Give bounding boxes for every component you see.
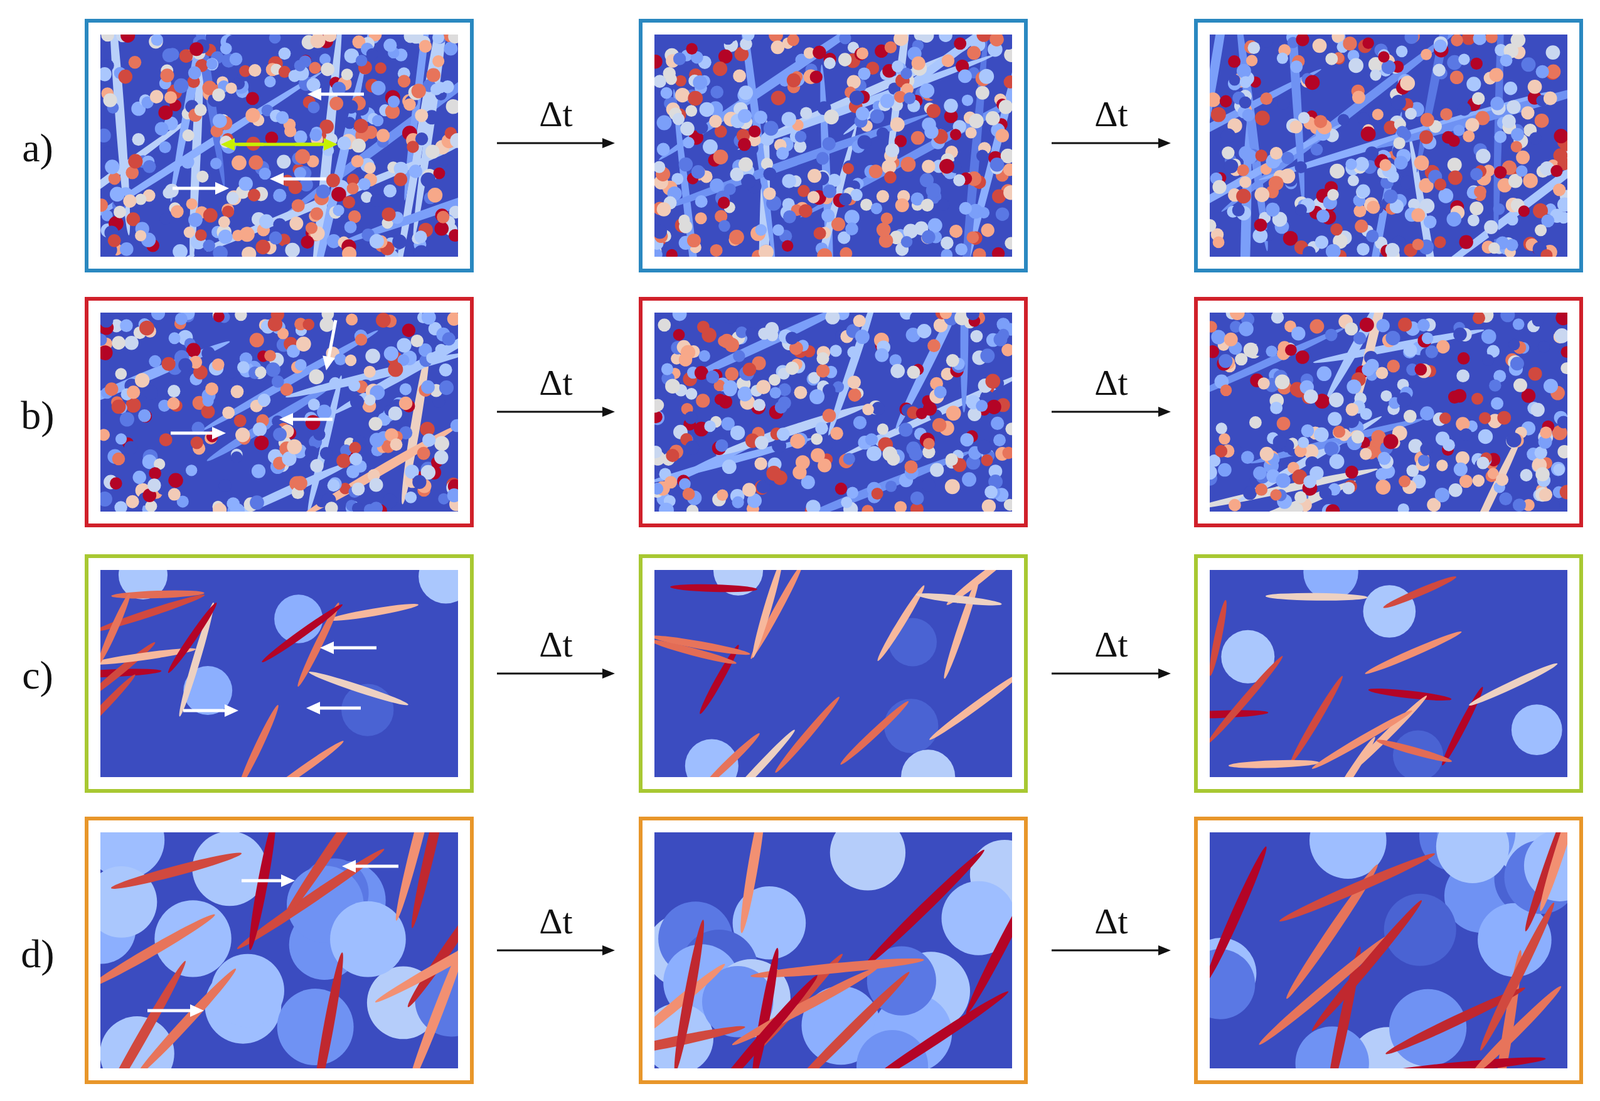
time-arrow — [1051, 949, 1161, 952]
time-step-label: Δt — [538, 96, 573, 133]
panel-letter: b) — [20, 395, 54, 436]
microstructure — [100, 34, 459, 257]
annotation-arrow — [314, 706, 361, 710]
annotation-arrowhead — [269, 172, 284, 186]
microstructure — [654, 312, 1013, 512]
annotation-arrowhead — [212, 426, 226, 440]
annotation-arrowhead — [281, 874, 295, 887]
annotation-arrowhead — [224, 704, 239, 717]
time-step-label: Δt — [1094, 364, 1128, 401]
microstructure — [654, 832, 1013, 1068]
time-arrowhead — [1158, 138, 1171, 149]
matrix — [1209, 312, 1568, 512]
time-arrowhead — [602, 406, 615, 417]
annotation-arrowhead — [323, 138, 338, 151]
time-arrowhead — [602, 944, 615, 955]
time-arrowhead — [602, 668, 615, 679]
microstructure — [100, 569, 459, 777]
annotation-arrow — [328, 646, 377, 650]
microstructure — [1209, 312, 1568, 512]
annotation-arrow — [229, 143, 264, 147]
panel-letter: c) — [21, 655, 54, 696]
matrix — [100, 312, 459, 512]
annotation-arrowhead — [215, 181, 230, 195]
annotation-arrow — [328, 320, 336, 362]
time-arrow — [496, 142, 605, 145]
annotation-arrowhead — [190, 1003, 204, 1017]
annotation-arrow — [278, 177, 327, 181]
time-arrow — [496, 410, 605, 413]
annotation-arrowhead — [307, 87, 322, 101]
annotation-arrow — [170, 431, 218, 435]
annotation-arrowhead — [220, 138, 235, 151]
matrix — [1209, 569, 1568, 777]
microstructure — [1209, 34, 1568, 257]
time-step-label: Δt — [538, 626, 573, 663]
time-arrowhead — [1158, 668, 1171, 679]
time-arrow — [1051, 410, 1161, 413]
panel-frame — [1195, 298, 1582, 526]
matrix — [654, 34, 1013, 257]
time-arrowhead — [1158, 944, 1171, 955]
microstructure — [1209, 569, 1568, 777]
annotation-arrow — [183, 709, 230, 713]
time-arrow — [496, 672, 605, 675]
annotation-arrowhead — [341, 859, 356, 873]
matrix — [100, 569, 459, 777]
annotation-arrow — [172, 186, 221, 191]
microstructure — [100, 832, 459, 1068]
annotation-arrow — [288, 417, 333, 422]
time-arrowhead — [1158, 406, 1171, 417]
annotation-arrow — [294, 143, 329, 147]
time-step-label: Δt — [1094, 626, 1128, 663]
panel-frame — [1195, 555, 1582, 791]
microstructure — [654, 569, 1013, 777]
time-step-label: Δt — [1094, 96, 1128, 133]
time-step-label: Δt — [538, 902, 573, 940]
time-arrowhead — [602, 138, 615, 149]
time-arrow — [496, 949, 605, 952]
microstructure — [654, 34, 1013, 257]
microstructure — [100, 312, 459, 512]
time-arrow — [1051, 142, 1161, 145]
annotation-arrowhead — [320, 641, 334, 654]
annotation-arrow — [241, 879, 287, 883]
panel-letter: d) — [20, 933, 54, 974]
annotation-arrowhead — [306, 701, 320, 715]
annotation-arrow — [316, 92, 364, 96]
annotation-arrow — [147, 1008, 196, 1013]
annotation-arrow — [350, 864, 399, 868]
time-step-label: Δt — [538, 364, 573, 401]
panel-letter: a) — [21, 128, 54, 169]
microstructure — [1209, 832, 1568, 1068]
annotation-arrowhead — [322, 355, 336, 371]
time-step-label: Δt — [1094, 902, 1128, 940]
time-arrow — [1051, 672, 1161, 675]
annotation-arrowhead — [279, 412, 294, 426]
matrix — [654, 312, 1013, 512]
